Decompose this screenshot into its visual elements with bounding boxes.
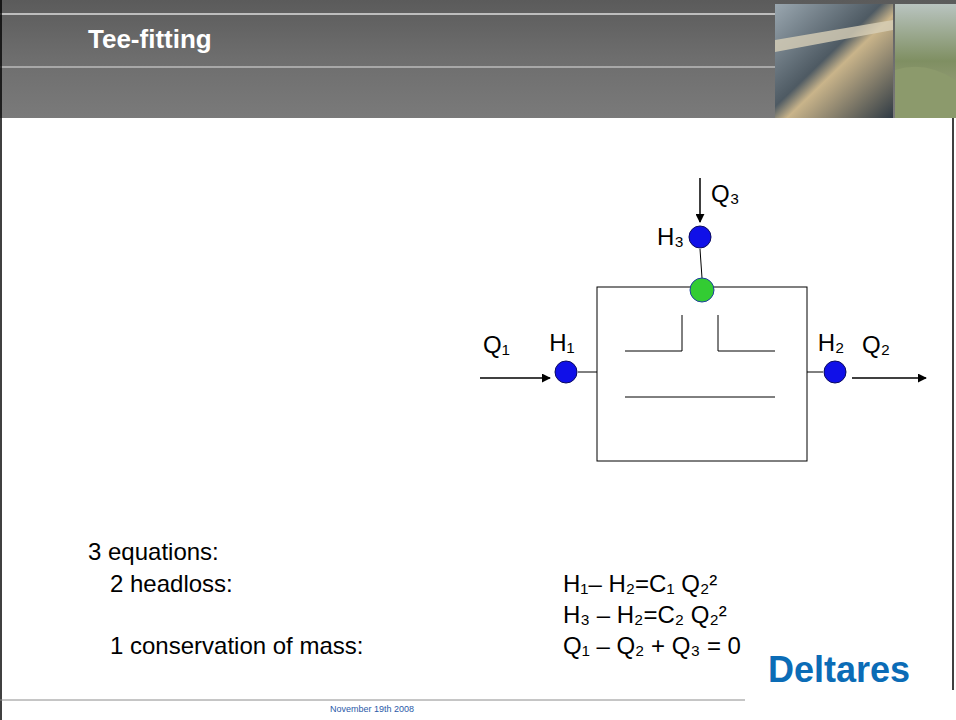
- flow-label: Q₁: [483, 331, 510, 360]
- flow-label: Q₃: [711, 180, 739, 209]
- equation-group: 1 conservation of mass:: [110, 632, 363, 661]
- equation: H₁– H₂=C₁ Q₂²: [563, 570, 717, 599]
- equation-group: 2 headloss:: [110, 570, 233, 599]
- slide-title: Tee-fitting: [88, 24, 212, 55]
- node-circle: [688, 225, 712, 249]
- junction-node: H₁: [554, 360, 578, 384]
- equation-heading: 3 equations:: [88, 538, 219, 567]
- junction-node: H₃: [688, 225, 712, 249]
- node-circle: [823, 360, 847, 384]
- flow-label: Q₂: [862, 331, 890, 360]
- head-label: H₃: [657, 223, 684, 252]
- header-bar: [0, 0, 956, 118]
- head-label: H₂: [818, 329, 845, 358]
- date-footer: November 19th 2008: [330, 704, 414, 715]
- flow-arrows: [480, 178, 926, 378]
- equation: H₃ – H₂=C₂ Q₂²: [563, 601, 727, 630]
- logo-text: Deltares: [768, 648, 910, 691]
- tee-fitting-drawing: [578, 249, 823, 461]
- head-label: H₁: [549, 329, 574, 358]
- equation: Q₁ – Q₂ + Q₃ = 0: [563, 632, 741, 661]
- junction-node: H₂: [823, 360, 847, 384]
- node-circle: [554, 360, 578, 384]
